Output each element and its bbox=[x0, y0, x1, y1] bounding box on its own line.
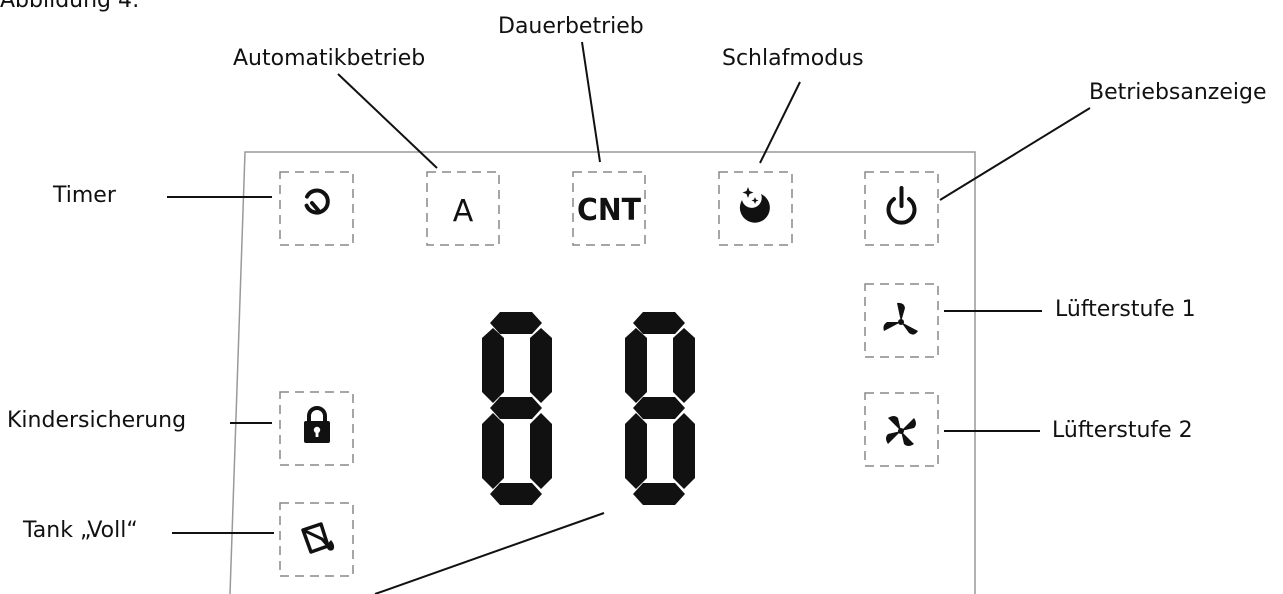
continuous-mode-box bbox=[572, 171, 646, 246]
lock-icon bbox=[304, 406, 330, 443]
auto-mode-box bbox=[426, 171, 500, 246]
leader-lines bbox=[167, 41, 1091, 594]
digit-2 bbox=[625, 312, 695, 505]
label-betriebsanzeige: Betriebsanzeige bbox=[1089, 80, 1267, 105]
label-kindersicherung: Kindersicherung bbox=[7, 408, 187, 433]
sleep-mode-box bbox=[718, 171, 793, 246]
power-box bbox=[864, 171, 939, 246]
timer-icon bbox=[304, 188, 330, 215]
timer-box bbox=[279, 171, 354, 246]
label-luefterstufe-2: Lüfterstufe 2 bbox=[1052, 418, 1193, 443]
fan-speed-2-icon bbox=[886, 416, 916, 446]
label-tank-voll: Tank „Voll“ bbox=[23, 518, 138, 543]
fan-speed-1-icon bbox=[883, 302, 918, 335]
tank-full-box bbox=[279, 502, 354, 577]
digit-1 bbox=[482, 312, 552, 505]
label-automatikbetrieb: Automatikbetrieb bbox=[233, 46, 426, 71]
continuous-mode-icon: CNT bbox=[577, 193, 642, 228]
fan-speed-1-box bbox=[864, 283, 939, 358]
power-icon bbox=[886, 186, 917, 225]
label-dauerbetrieb: Dauerbetrieb bbox=[498, 14, 644, 39]
auto-mode-icon: A bbox=[453, 194, 474, 229]
fan-speed-2-box bbox=[864, 392, 939, 467]
sleep-mode-icon bbox=[739, 187, 770, 223]
label-luefterstufe-1: Lüfterstufe 1 bbox=[1055, 297, 1196, 322]
seven-segment-display bbox=[482, 312, 695, 505]
tank-full-icon bbox=[301, 522, 335, 554]
label-timer: Timer bbox=[53, 183, 116, 208]
panel-outline bbox=[229, 151, 976, 594]
label-schlafmodus: Schlafmodus bbox=[722, 46, 864, 71]
figure-title: Abbildung 4: bbox=[0, 0, 140, 13]
lock-box bbox=[279, 391, 354, 466]
